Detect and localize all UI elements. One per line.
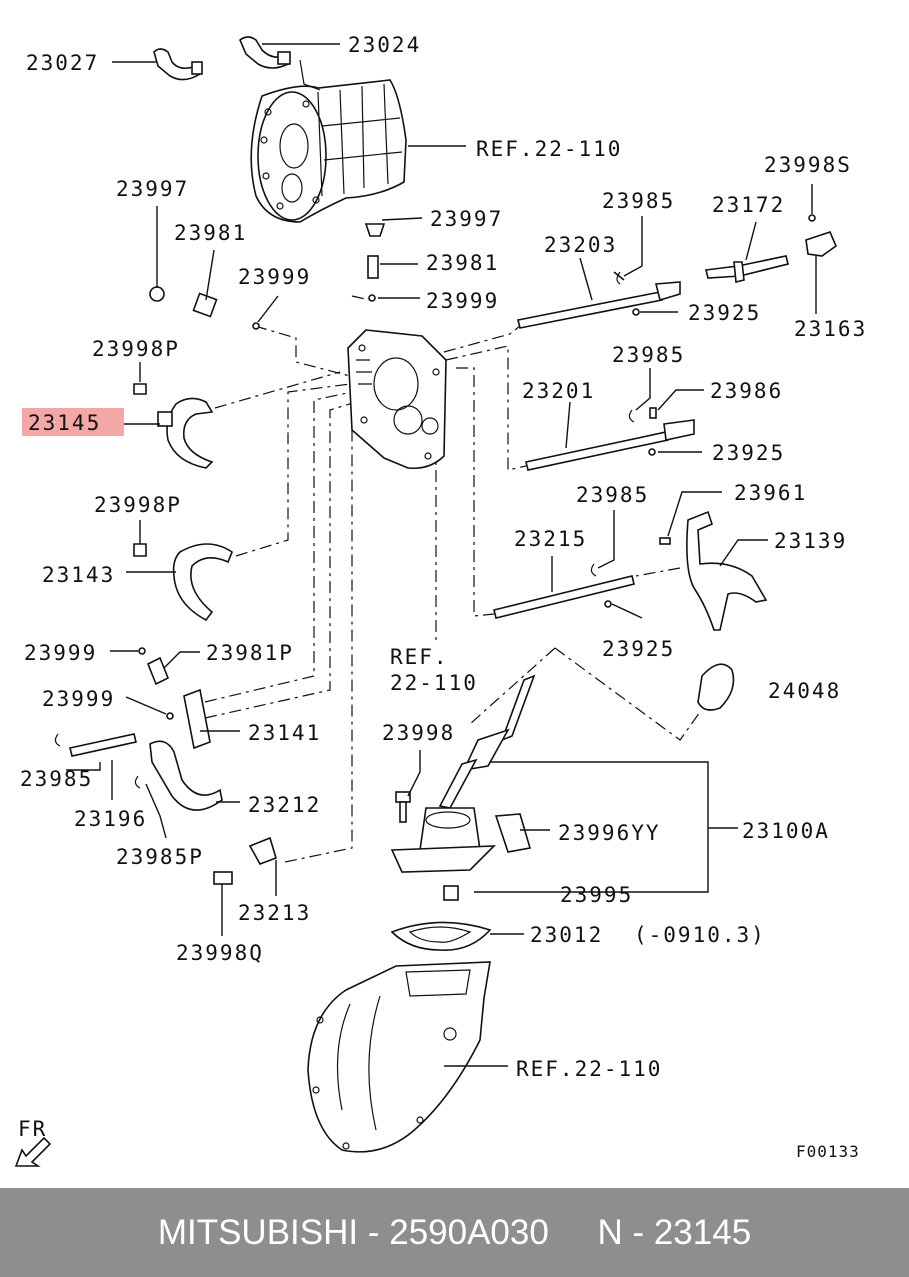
label-23213: 23213 bbox=[238, 901, 311, 925]
label-23995: 23995 bbox=[560, 883, 633, 907]
label-23999-center: 23999 bbox=[426, 289, 499, 313]
shift-knob-24048 bbox=[697, 663, 735, 711]
part-23163 bbox=[805, 214, 837, 257]
label-23998p-top: 23998P bbox=[92, 337, 180, 361]
label-23012-note: (-0910.3) bbox=[634, 923, 766, 947]
label-23998s: 23998S bbox=[764, 153, 852, 177]
label-ref-center-a: REF. bbox=[390, 645, 449, 669]
label-23215: 23215 bbox=[514, 527, 587, 551]
leader-lines bbox=[66, 43, 817, 1067]
extension-housing bbox=[307, 961, 491, 1153]
parts-lower-left bbox=[54, 647, 277, 885]
label-23196: 23196 bbox=[74, 807, 147, 831]
shift-rail-23201 bbox=[525, 419, 695, 471]
label-23981-center: 23981 bbox=[426, 251, 499, 275]
label-23998p-mid: 23998P bbox=[94, 493, 182, 517]
label-23985-left: 23985 bbox=[20, 767, 93, 791]
shift-rail-23215 bbox=[493, 575, 635, 619]
clips-right bbox=[590, 271, 671, 608]
label-23999-left: 23999 bbox=[238, 265, 311, 289]
label-23925-top: 23925 bbox=[688, 301, 761, 325]
label-23012: 23012 bbox=[530, 923, 603, 947]
label-23201: 23201 bbox=[522, 379, 595, 403]
label-23203: 23203 bbox=[544, 233, 617, 257]
label-23981p: 23981P bbox=[206, 641, 294, 665]
exploded-parts-diagram: 23027 23024 REF.22-110 23997 23981 23999… bbox=[14, 33, 867, 1167]
label-23141: 23141 bbox=[248, 721, 321, 745]
label-23925-low: 23925 bbox=[602, 637, 675, 661]
small-parts-center bbox=[364, 223, 386, 302]
label-23024: 23024 bbox=[348, 33, 421, 57]
label-ref-bottom: REF.22-110 bbox=[516, 1057, 662, 1081]
label-ref-22-110-top: REF.22-110 bbox=[476, 137, 622, 161]
label-figure-code: F00133 bbox=[796, 1142, 860, 1161]
shift-rail-23203 bbox=[517, 271, 681, 329]
transmission-case-top bbox=[250, 79, 407, 223]
label-23999-lower: 23999 bbox=[24, 641, 97, 665]
label-23961: 23961 bbox=[734, 481, 807, 505]
part-23172 bbox=[705, 255, 789, 284]
label-fr: FR bbox=[18, 1117, 47, 1141]
label-23163: 23163 bbox=[794, 317, 867, 341]
label-23139: 23139 bbox=[774, 529, 847, 553]
shift-lever-assembly bbox=[390, 674, 536, 901]
footer-part-number-text: MITSUBISHI - 2590A030 N - 23145 bbox=[157, 1212, 752, 1252]
label-23027: 23027 bbox=[26, 51, 99, 75]
label-23172: 23172 bbox=[712, 193, 785, 217]
label-23997-center: 23997 bbox=[430, 207, 503, 231]
label-23998: 23998 bbox=[382, 721, 455, 745]
label-23996yy: 23996YY bbox=[558, 821, 661, 845]
gasket-23012 bbox=[390, 921, 492, 951]
shift-fork-23139 bbox=[686, 510, 768, 631]
label-23212: 23212 bbox=[248, 793, 321, 817]
part-labels: 23027 23024 REF.22-110 23997 23981 23999… bbox=[18, 33, 867, 1161]
label-23985p: 23985P bbox=[116, 845, 204, 869]
sensor-23027 bbox=[153, 48, 203, 81]
label-23985-top: 23985 bbox=[602, 189, 675, 213]
label-23143: 23143 bbox=[42, 563, 115, 587]
label-23100a: 23100A bbox=[742, 819, 830, 843]
label-23986: 23986 bbox=[710, 379, 783, 403]
label-23145: 23145 bbox=[28, 411, 101, 435]
shift-fork-23143 bbox=[172, 543, 233, 622]
label-23999-lowest: 23999 bbox=[42, 687, 115, 711]
part-number-footer: MITSUBISHI - 2590A030 N - 23145 bbox=[0, 1188, 909, 1277]
label-23997-left: 23997 bbox=[116, 177, 189, 201]
sensor-23024 bbox=[239, 36, 321, 91]
label-23981-left: 23981 bbox=[174, 221, 247, 245]
small-parts-left bbox=[133, 286, 260, 557]
label-ref-center-b: 22-110 bbox=[390, 671, 478, 695]
front-arrow-icon bbox=[14, 1136, 52, 1167]
adapter-plate bbox=[347, 329, 447, 470]
label-23985-low: 23985 bbox=[576, 483, 649, 507]
shift-fork-23145 bbox=[157, 397, 214, 469]
label-23998q: 23998Q bbox=[176, 941, 264, 965]
label-24048: 24048 bbox=[768, 679, 841, 703]
highlight-box-23145 bbox=[22, 408, 124, 436]
label-23925-mid: 23925 bbox=[712, 441, 785, 465]
label-23985-mid: 23985 bbox=[612, 343, 685, 367]
